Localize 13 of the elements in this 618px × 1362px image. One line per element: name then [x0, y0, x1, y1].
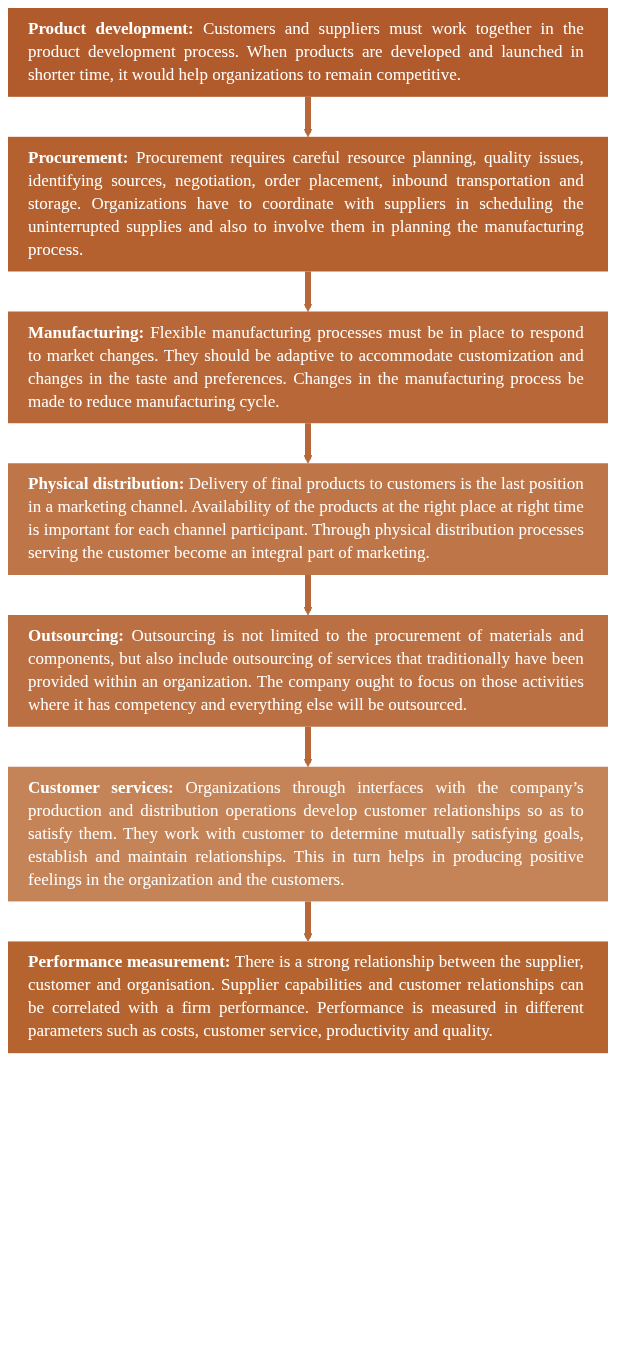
arrow	[303, 423, 313, 464]
arrow	[303, 96, 313, 138]
node-box: Performance measurement: There is a strong relationship between the supplier, customer and organisation. Supplier capabilities and customer relationships can be correlated with a firm performance. Performance is measured in different parameters such as costs, customer service, productivity and quality.	[8, 941, 608, 1054]
node-box: Manufacturing: Flexible manufacturing processes must be in place to respond to market changes. They should be adaptive to accommodate customization and changes in the taste and preferences. Changes in the manufacturing process be made to reduce manufacturing cycle.	[8, 311, 608, 424]
node-box: Customer services: Organizations through interfaces with the company’s production and distribution operations develop customer relationships so as to satisfy them. They work with customer to determine mutually satisfying goals, establish and maintain relationships. This in turn helps in producing positive feelings in the organization and the customers.	[8, 766, 608, 902]
arrow	[303, 271, 313, 312]
node-box: Physical distribution: Delivery of final products to customers is the last position in a marketing channel. Availability of the products at the right place at right time is important for each channel participant. Through physical distribution processes serving the customer become an integral part of marketing.	[8, 463, 608, 575]
arrow	[303, 575, 313, 616]
node-box: Procurement: Procurement requires careful resource planning, quality issues, identifying sources, negotiation, order placement, inbound transportation and storage. Organizations have to coordinate with suppliers in scheduling the uninterrupted supplies and also to involve them in planning the manufacturing process.	[8, 136, 608, 272]
arrow	[303, 726, 313, 768]
node-box: Product development: Customers and suppliers must work together in the product development process. When products are developed and launched in shorter time, it would help organizations to remain competitive.	[8, 8, 608, 97]
node-box: Outsourcing: Outsourcing is not limited to the procurement of materials and components, but also include outsourcing of services that traditionally have been provided within an organization. The company ought to focus on those activities where it has competency and everything else will be outsourced.	[8, 615, 608, 727]
arrow	[303, 901, 313, 942]
